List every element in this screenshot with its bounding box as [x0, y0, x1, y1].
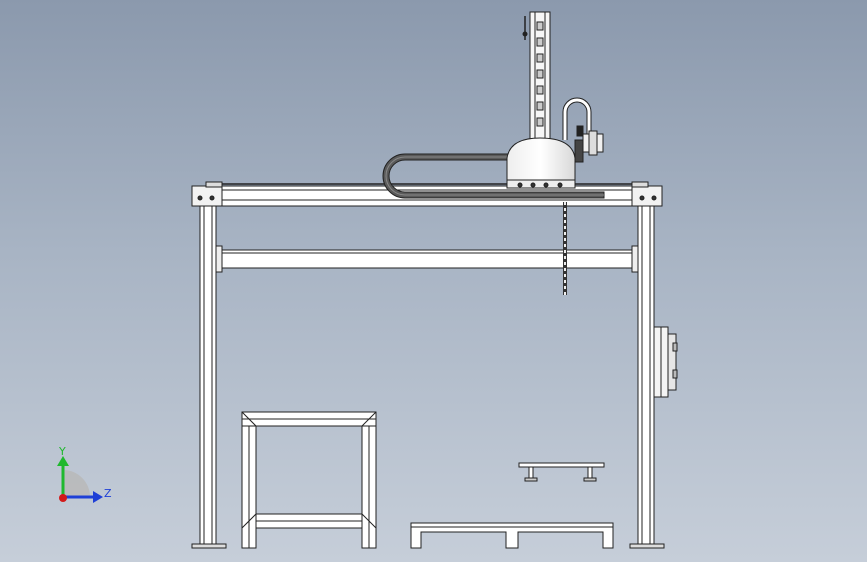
side-motor-box [653, 326, 678, 398]
carriage-head [506, 125, 604, 189]
z-axis-mast [522, 11, 551, 141]
triad-quadrant [63, 470, 90, 497]
y-axis-label: Y [58, 445, 66, 458]
z-arrow-head [93, 491, 103, 503]
x-axis-dot [59, 494, 67, 502]
middle-crossbeam [215, 245, 639, 273]
work-table [241, 411, 377, 549]
z-axis-label: Z [104, 487, 112, 500]
small-tray [518, 462, 605, 482]
right-column [629, 204, 665, 549]
left-column [191, 204, 227, 549]
mast-cable-loop [562, 97, 592, 140]
coordinate-triad: Y Z [57, 445, 112, 503]
cable-drag-chain [382, 153, 605, 199]
pallet [410, 522, 614, 549]
y-arrow-head [57, 456, 69, 466]
